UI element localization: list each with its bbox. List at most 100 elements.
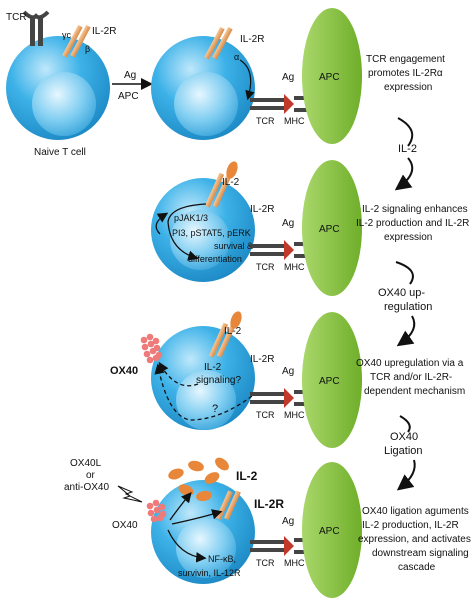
apc-label: APC [319, 72, 340, 83]
step-label-ligation-2: Ligation [384, 445, 423, 457]
desc-line-5: cascade [398, 562, 436, 573]
il2r-alpha-arrow [239, 59, 255, 101]
ox40l-label-3: anti-OX40 [64, 482, 109, 493]
step-arrow-1 [397, 117, 414, 147]
signal-survival: survival & [214, 241, 253, 251]
desc-line-3: expression, and activates [358, 534, 471, 545]
il2r-label: IL-2R [250, 354, 274, 365]
dashed-path-2 [154, 363, 253, 421]
signal-to-il2 [169, 492, 192, 521]
step-label-il2: IL-2 [398, 143, 417, 155]
il2r-complex [204, 172, 233, 208]
step-label-ox40-up-2: regulation [384, 301, 432, 313]
tcr-label: TCR [256, 410, 275, 420]
desc-line-3: expression [384, 232, 432, 243]
alpha-label: α [234, 52, 239, 62]
step-arrow-2 [395, 261, 414, 285]
step-arrow-2b [396, 315, 416, 347]
desc-line-1: OX40 upregulation via a [356, 358, 464, 369]
signal-feedback [155, 212, 169, 235]
tcr-label: TCR [256, 262, 275, 272]
desc-line-2: promotes IL-2Rα [368, 68, 443, 79]
lightning-icon [117, 485, 143, 503]
signal-pjak: pJAK1/3 [174, 213, 208, 223]
step-label-ox40-up-1: OX40 up- [378, 287, 425, 299]
step-label-ligation-1: OX40 [390, 431, 418, 443]
desc-line-1: IL-2 signaling enhances [362, 204, 468, 215]
desc-line-4: downstream signaling [372, 548, 469, 559]
ag-label: Ag [282, 72, 294, 83]
desc-line-2: IL-2 production and IL-2R [356, 218, 469, 229]
t-cell-3-nucleus [170, 210, 230, 270]
desc-line-2: IL-2 production, IL-2R [362, 520, 459, 531]
ag-label: Ag [282, 366, 294, 377]
apc-cell [302, 462, 362, 598]
tcr-mhc-synapse [250, 94, 310, 114]
tcr-mhc-synapse [250, 240, 310, 260]
il2r-alpha-beta-gamma [204, 27, 233, 60]
tcr-receptor [22, 10, 50, 46]
il2r-complex [208, 322, 237, 358]
signal-to-il2r [171, 509, 223, 525]
ox40-label: OX40 [110, 365, 138, 377]
panel-ox40-ligation: IL-2 IL-2R OX40L or anti-OX40 OX40 NF-κB… [64, 457, 471, 598]
il2r-label: IL-2R [92, 26, 116, 37]
desc-line-1: OX40 ligation aguments [362, 506, 469, 517]
il2r-label: IL-2R [240, 34, 264, 45]
il2-label: IL-2 [224, 326, 242, 337]
tcr-mhc-synapse [250, 536, 310, 556]
desc-line-3: expression [384, 82, 432, 93]
t-cell-2-nucleus [174, 72, 238, 136]
mhc-label: MHC [284, 116, 305, 126]
il2r-beta-gamma [62, 25, 91, 58]
apc-label: APC [319, 526, 340, 537]
il2-cytokine [226, 161, 238, 179]
panel-tcr-engagement: IL-2R α Ag TCR MHC APC TCR engagement pr… [151, 8, 445, 144]
desc-line-2: TCR and/or IL-2R- [370, 372, 452, 383]
signal-to-nucleus [167, 529, 207, 563]
mhc-label: MHC [284, 262, 305, 272]
il2r-label: IL-2R [254, 497, 284, 511]
apc-label: APC [319, 376, 340, 387]
question-mark: ? [212, 403, 218, 415]
il2-label: IL-2 [236, 469, 258, 483]
il2-signaling-q-2: signaling? [196, 375, 241, 386]
desc-line-3: dependent mechanism [364, 386, 465, 397]
step-arrow-3b [396, 459, 416, 491]
apc-cell [302, 160, 362, 296]
ag-label: Ag [282, 218, 294, 229]
tcr-label: TCR [256, 558, 275, 568]
signal-differentiation: differentiation [188, 254, 242, 264]
il2-signaling-q-1: IL-2 [204, 362, 222, 373]
tcr-mhc-synapse [250, 388, 310, 408]
naive-t-cell-caption: Naive T cell [34, 147, 86, 158]
apc-cell [302, 8, 362, 144]
apc-label: APC [319, 224, 340, 235]
ox40-label: OX40 [112, 520, 138, 531]
arrow-ag-label: Ag [124, 70, 136, 81]
il2-cytokine [230, 311, 242, 329]
arrow-apc-label: APC [118, 91, 139, 102]
apc-cell [302, 312, 362, 448]
t-cell-5-nucleus [176, 518, 236, 578]
naive-t-cell-nucleus [32, 72, 96, 136]
ox40-cluster [140, 333, 163, 364]
il2r-label: IL-2R [250, 204, 274, 215]
ox40l-label-1: OX40L [70, 458, 102, 469]
panel-il2-signaling: IL-2 IL-2R pJAK1/3 PI3, pSTAT5, pERK sur… [151, 160, 469, 296]
target-nfkb: NF-κB, [208, 554, 236, 564]
panel-ox40-upregulation: IL-2 IL-2R OX40 IL-2 signaling? ? [110, 311, 465, 448]
beta-label: β [85, 44, 90, 54]
step-arrow-3 [399, 415, 411, 433]
desc-line-1: TCR engagement [366, 54, 445, 65]
ag-label: Ag [282, 516, 294, 527]
panel-naive-t-cell: TCR γc β IL-2R Naive T cell Ag APC [6, 10, 153, 158]
target-survivin: survivin, IL-12R [178, 568, 241, 578]
il2-label: IL-2 [222, 177, 240, 188]
tcr-label: TCR [6, 12, 27, 23]
ox40l-label-2: or [86, 470, 96, 481]
gamma-label: γc [62, 30, 72, 40]
step-arrow-1b [394, 157, 414, 191]
tcr-label: TCR [256, 116, 275, 126]
